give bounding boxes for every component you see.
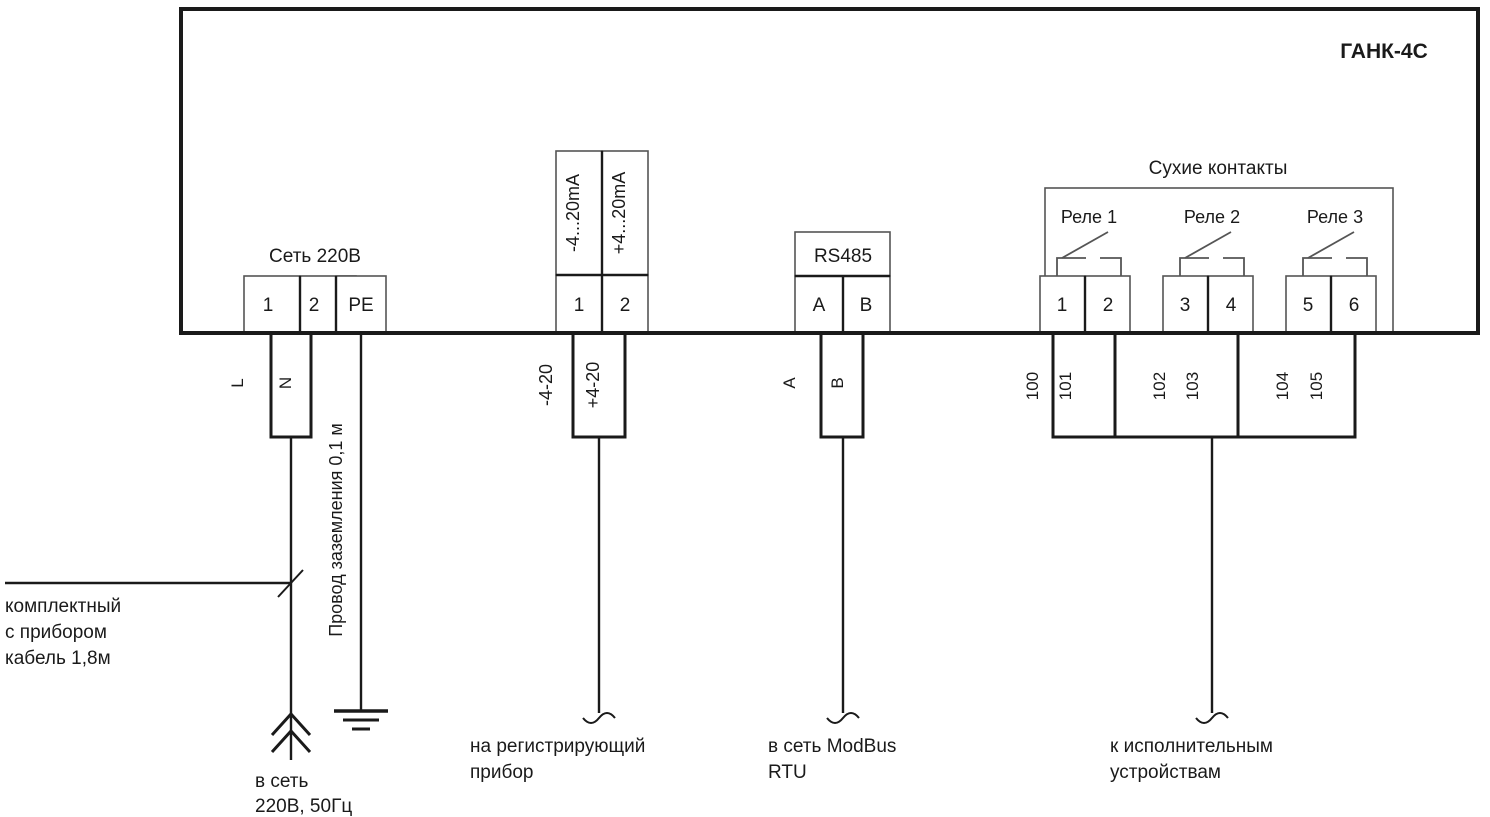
pe-earth-wire-label: Провод заземления 0,1 м: [326, 423, 346, 637]
mains-bottom-note: в сеть 220В, 50Гц: [255, 771, 352, 817]
dry-contact-wire-label-102: 102: [1150, 372, 1169, 400]
dry-contact-label-6: 6: [1349, 295, 1360, 316]
analog-header-box-plus: [601, 150, 649, 276]
dry-contact-label-5: 5: [1303, 295, 1314, 316]
rs485-block: RS485 A B A B в сеть ModBus RTU: [768, 231, 896, 783]
dry-contact-wire-label-100: 100: [1023, 372, 1042, 400]
cable-note: комплектный с прибором кабель 1,8м: [5, 596, 121, 669]
cable-note-line-1: комплектный: [5, 596, 121, 617]
mains-arrow-icon: [270, 711, 312, 754]
mains-terminal-strip: 1 2 PE: [243, 275, 387, 334]
mains-bottom-note-line-1: в сеть: [255, 771, 309, 792]
mains-terminal-1[interactable]: [243, 275, 301, 334]
relay-3-contact-icon: [1302, 231, 1368, 276]
dry-contacts-group-label: Сухие контакты: [1149, 158, 1288, 179]
mains-terminal-label-pe: PE: [348, 295, 373, 316]
relay-1-label: Реле 1: [1061, 207, 1117, 227]
mains-terminal-label-2: 2: [309, 295, 320, 316]
rs485-header-box: [794, 231, 891, 277]
relay-2-contact-icon: [1179, 231, 1245, 276]
rs485-terminal-label-a: A: [813, 295, 826, 316]
analog-output-block: -4...20mA +4...20mA 1 2 -4-20 +4-20 на р…: [470, 150, 649, 783]
mains-terminal-label-1: 1: [263, 295, 274, 316]
analog-wire-label-plus: +4-20: [583, 362, 603, 409]
rs485-break-icon: [826, 712, 860, 724]
dry-contact-wire-label-103: 103: [1183, 372, 1202, 400]
mains-wire-label-l: L: [228, 378, 247, 387]
mains-group-label: Сеть 220В: [269, 246, 361, 267]
dry-contact-wire-label-105: 105: [1307, 372, 1326, 400]
dry-contact-terminal-4[interactable]: [1207, 275, 1254, 334]
relay-3-wire-sheath: [1236, 331, 1357, 439]
mains-cable-conductors: L N: [228, 331, 313, 439]
analog-terminal-label-1: 1: [574, 295, 585, 316]
dry-contact-label-2: 2: [1103, 295, 1114, 316]
relay-2-label: Реле 2: [1184, 207, 1240, 227]
relay-2-wire-sheath: [1113, 331, 1240, 439]
rs485-terminal-a[interactable]: [794, 275, 844, 334]
mains-terminal-pe[interactable]: [335, 275, 387, 334]
rs485-wire-label-a: A: [780, 377, 799, 389]
analog-bottom-note-line-1: на регистрирующий: [470, 736, 645, 757]
analog-header-label-plus: +4...20mA: [609, 172, 629, 255]
analog-terminal-label-2: 2: [620, 295, 631, 316]
analog-wire-label-minus: -4-20: [536, 364, 556, 406]
dry-contacts-terminal-strip: 1 2 3 4 5 6: [1039, 275, 1377, 334]
mains-bottom-note-line-2: 220В, 50Гц: [255, 796, 352, 817]
cable-note-line-3: кабель 1,8м: [5, 648, 111, 669]
rs485-terminal-label-b: B: [860, 295, 873, 316]
dry-contact-wire-label-101: 101: [1056, 372, 1075, 400]
analog-bottom-note-line-2: прибор: [470, 762, 534, 783]
dry-contacts-bottom-note-line-2: устройствам: [1110, 762, 1221, 783]
dry-contact-label-3: 3: [1180, 295, 1191, 316]
rs485-bottom-note-line-1: в сеть ModBus: [768, 736, 896, 757]
cable-note-leader: [5, 569, 304, 598]
analog-break-icon: [582, 712, 616, 724]
dry-contacts-break-icon: [1195, 712, 1229, 724]
analog-header-label-minus: -4...20mA: [563, 174, 583, 252]
dry-contact-terminal-3[interactable]: [1162, 275, 1209, 334]
dry-contact-label-4: 4: [1226, 295, 1237, 316]
rs485-group-label: RS485: [814, 246, 872, 267]
dry-contacts-bottom-note-line-1: к исполнительным: [1110, 736, 1273, 757]
dry-contacts-wire-bundles: 100 101 102 103 104 105: [1023, 331, 1357, 439]
cable-note-line-2: с прибором: [5, 622, 107, 643]
dry-contact-wire-label-104: 104: [1273, 372, 1292, 400]
rs485-wire-label-b: B: [828, 377, 847, 388]
dry-contact-label-1: 1: [1057, 295, 1068, 316]
device-title: ГАНК-4С: [1340, 40, 1428, 63]
relay-3-label: Реле 3: [1307, 207, 1363, 227]
rs485-cable-sheath: [819, 331, 865, 439]
ground-icon: [334, 709, 388, 731]
mains-wire-label-n: N: [276, 377, 295, 389]
analog-terminal-2[interactable]: [601, 274, 649, 334]
relay-1-contact-icon: [1056, 231, 1122, 276]
rs485-bottom-note-line-2: RTU: [768, 762, 807, 783]
analog-header-box-minus: [555, 150, 603, 276]
dry-contacts-block: Сухие контакты Реле 1 Реле 2 Реле 3: [1023, 158, 1394, 783]
